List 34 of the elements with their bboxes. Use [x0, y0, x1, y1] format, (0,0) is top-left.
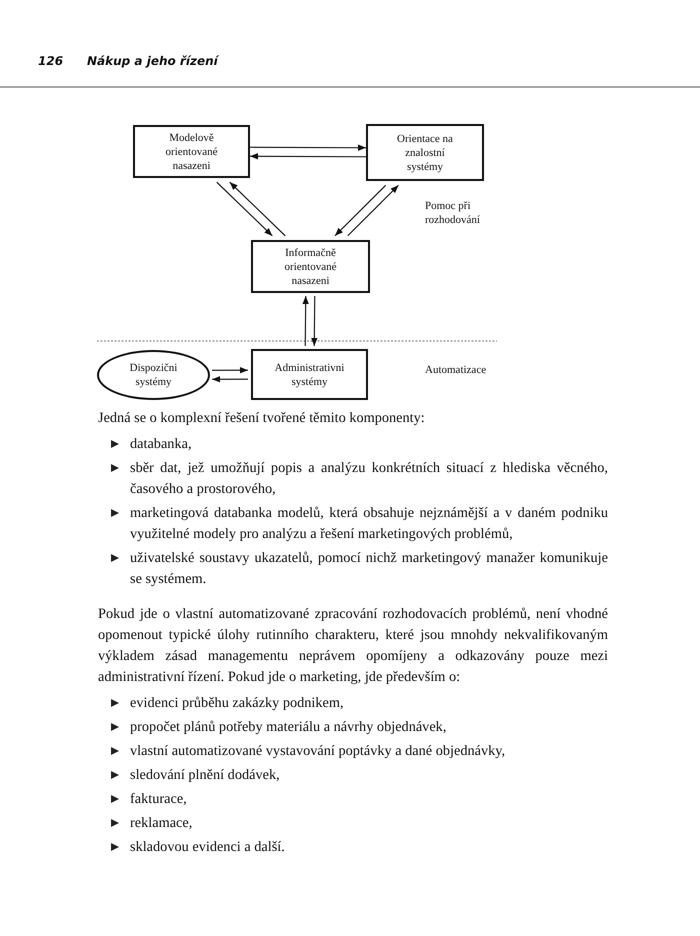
arrow [250, 153, 366, 160]
arrow [212, 367, 248, 374]
arrow [311, 296, 318, 346]
process-box [133, 125, 250, 178]
paragraph: Jedná se o komplexní řešení tvořené těmito komponenty: [98, 409, 426, 428]
paragraph: Pokud jde o vlastní automatizované zpracování rozhodovacích problémů, není vhodné opomenout typické úlohy rutinního charakteru, které jsou mnohdy nekvalifikovaným výkladem zásad managementu neprávem opomíjeny a odkazovány pouze mezi administrativní řízení. Pokud jde o marketing, jde především o: [98, 605, 608, 687]
arrow [250, 144, 366, 151]
node-label: Modelově orientované nasazeni [164, 130, 218, 172]
list-item: fakturace, [130, 790, 188, 809]
node-label: Administrativni systémy [274, 360, 346, 388]
list-item: sledování plnění dodávek, [130, 766, 281, 785]
arrow [216, 182, 273, 236]
arrow [334, 184, 386, 236]
node-label: Orientace na znalostní systémy [396, 132, 454, 174]
arrow [212, 376, 248, 382]
node-label: Dispozični systémy [128, 361, 178, 389]
page-number: 126 [38, 54, 64, 68]
process-box [251, 240, 370, 293]
list-item: reklamace, [130, 814, 194, 833]
annotation: Pomoc při rozhodování [425, 199, 481, 227]
arrow [302, 296, 309, 346]
list-item: skladovou evidenci a další. [130, 838, 286, 857]
process-box [366, 124, 484, 181]
process-box [251, 349, 368, 400]
list-item: propočet plánů potřeby materiálu a návrhy objednávek, [130, 718, 448, 737]
list-item: evidenci průběhu zakázky podnikem, [130, 694, 345, 713]
list-item: uživatelské soustavy ukazatelů, pomocí nichž marketingový manažer komunikuje se systémem. [130, 549, 608, 589]
list-item: databanka, [130, 435, 193, 454]
annotation: Automatizace [425, 363, 488, 377]
arrow [229, 182, 286, 236]
list-item: vlastní automatizované vystavování poptávky a dané objednávky, [130, 742, 506, 761]
running-header: Nákup a jeho řízení [87, 54, 218, 68]
node-label: Informačně orientované nasazeni [284, 246, 338, 288]
arrow [347, 184, 399, 236]
